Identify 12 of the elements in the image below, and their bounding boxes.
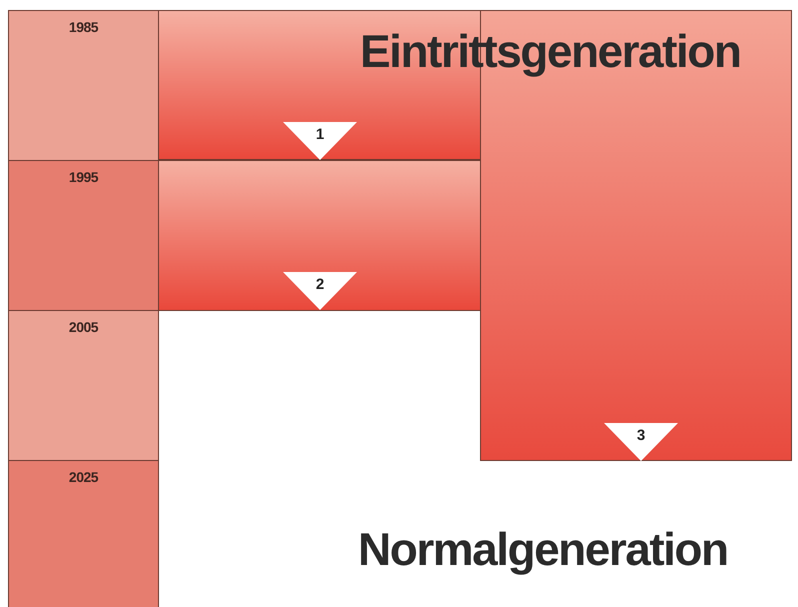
year-cell: 1985 [8,10,159,161]
generation-block [158,160,481,311]
year-cell: 1995 [8,160,159,311]
step-number: 2 [314,276,326,293]
year-cell: 2025 [8,460,159,607]
step-number: 1 [314,126,326,143]
step-number: 3 [636,427,646,444]
generation-title: Normalgeneration [358,522,728,576]
year-cell: 2005 [8,310,159,461]
triangle-marker [283,272,357,310]
triangle-marker [604,423,678,461]
triangle-marker [283,122,357,160]
